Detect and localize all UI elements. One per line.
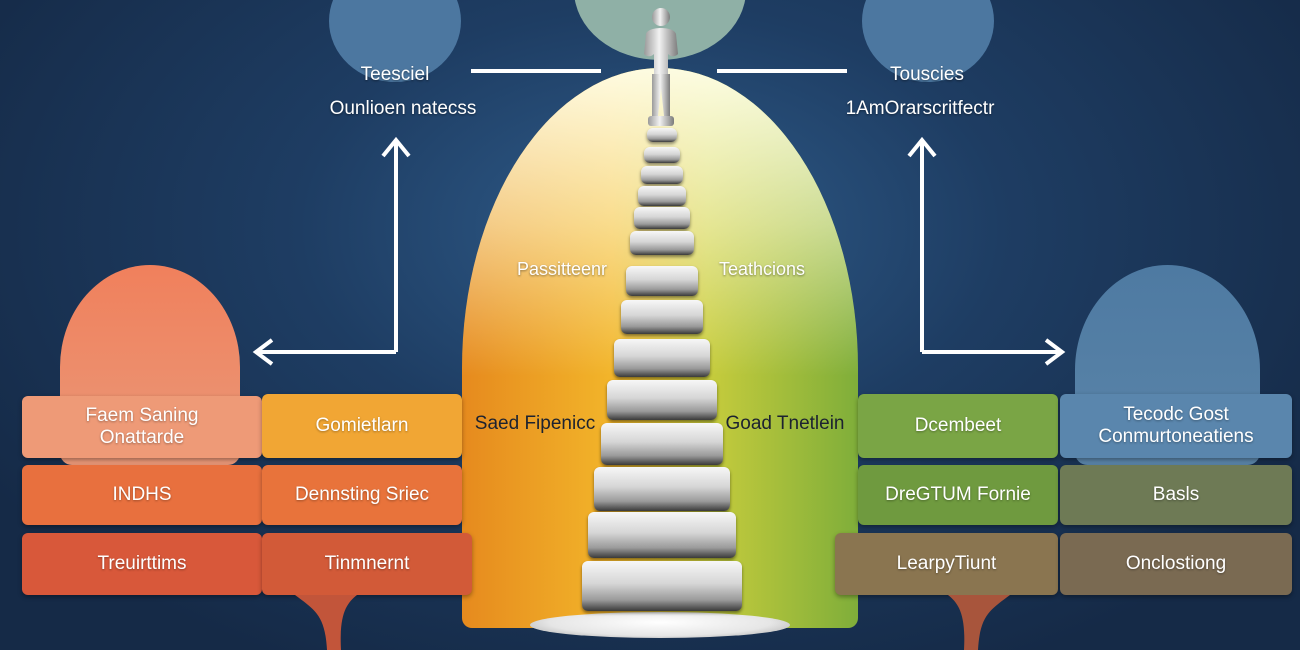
tower-tier — [626, 266, 698, 296]
tower-tier — [582, 561, 742, 611]
left-row-2-col-2: Tinmnernt — [262, 533, 472, 595]
left-blob-line-2: Onattarde — [99, 427, 185, 448]
right-row-2-col-1-text: LearpyTiunt — [896, 553, 997, 574]
left-row-2-col-1-text: Treuirttims — [97, 553, 187, 574]
top-right-subtitle: 1AmOrarscritfectr — [845, 98, 995, 119]
top-right-title: Touscies — [890, 64, 964, 85]
left-support-stand — [295, 595, 357, 650]
right-support-stand — [948, 595, 1010, 650]
right-row-2-col-2: Onclostiong — [1060, 533, 1292, 595]
right-row-2-col-2-text: Onclostiong — [1125, 553, 1227, 574]
tower-tier — [614, 339, 710, 377]
right-top-mid-label: Dcembeet — [914, 415, 1002, 436]
tower-tier — [644, 147, 680, 163]
left-arrow-icon — [252, 136, 411, 366]
right-blob-line-1: Tecodc Gost — [1123, 404, 1229, 425]
right-row-1-col-1: DreGTUM Fornie — [858, 465, 1058, 525]
center-right-mid: Goad Tnetlein — [725, 413, 845, 434]
left-row-1-col-1: INDHS — [22, 465, 262, 525]
tower-tier — [588, 512, 736, 558]
left-row-2-col-1: Treuirttims — [22, 533, 262, 595]
right-blob-line-2: Conmurtoneatiens — [1098, 426, 1254, 447]
left-row-1-col-1-text: INDHS — [112, 484, 172, 505]
top-left-title: Teesciel — [360, 64, 430, 85]
right-row-1-col-2: Basls — [1060, 465, 1292, 525]
tower-tier — [607, 380, 717, 420]
right-top-mid-cell: Dcembeet — [858, 394, 1058, 458]
tower-tier — [647, 128, 677, 142]
center-left-mid: Saed Fipenicc — [474, 413, 596, 434]
center-right-label: Teathcions — [718, 259, 806, 279]
tower-tier — [601, 423, 723, 465]
top-left-subtitle: Ounlioen natecss — [329, 98, 477, 119]
left-row-1-col-2-text: Dennsting Sriec — [294, 484, 430, 505]
tower-tier — [638, 186, 686, 206]
right-row-1-col-2-text: Basls — [1152, 484, 1200, 505]
tower-tier — [630, 231, 694, 255]
tower-tier — [641, 166, 683, 184]
person-figure-icon — [644, 8, 678, 126]
tower-tier — [634, 207, 690, 229]
tower-tier — [621, 300, 703, 334]
right-blob-cell: Tecodc Gost Conmurtoneatiens — [1060, 394, 1292, 458]
left-top-mid-label: Gomietlarn — [315, 415, 409, 436]
right-row-2-col-1: LearpyTiunt — [835, 533, 1058, 595]
left-top-mid-cell: Gomietlarn — [262, 394, 462, 458]
left-row-2-col-2-text: Tinmnernt — [324, 553, 410, 574]
left-blob-line-1: Faem Saning — [85, 405, 199, 426]
left-blob-cell: Faem Saning Onattarde — [22, 396, 262, 458]
left-row-1-col-2: Dennsting Sriec — [262, 465, 462, 525]
right-row-1-col-1-text: DreGTUM Fornie — [885, 484, 1031, 505]
right-arrow-icon — [907, 136, 1066, 366]
tower-base-plate — [530, 612, 790, 638]
tower-tier — [594, 467, 730, 511]
center-left-label: Passitteenr — [516, 259, 608, 279]
